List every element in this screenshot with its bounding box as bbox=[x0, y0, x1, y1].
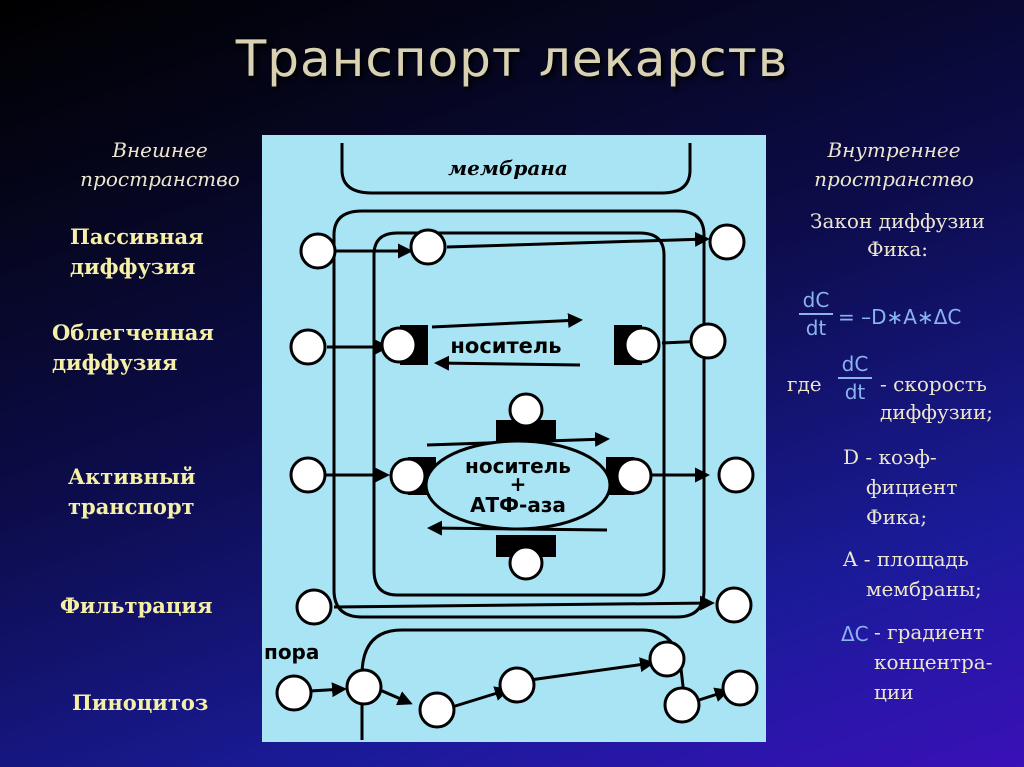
molecule bbox=[345, 668, 383, 706]
pinocytosis-arrow bbox=[451, 686, 510, 709]
molecule bbox=[295, 588, 333, 626]
carrier-left-facilitated bbox=[380, 325, 428, 365]
carrier-arrow-in bbox=[431, 313, 583, 329]
outer-space-label: Внешнее пространство bbox=[80, 138, 240, 191]
rate-text-2: диффузии; bbox=[880, 400, 994, 424]
grad-text-3: ции bbox=[874, 680, 914, 704]
passive-arrow bbox=[446, 231, 710, 249]
molecule bbox=[498, 666, 536, 704]
molecule bbox=[717, 456, 755, 494]
carrier-right-facilitated bbox=[614, 325, 661, 365]
where-label: где bbox=[787, 372, 822, 396]
carrier-atpase-ellipse bbox=[424, 439, 612, 531]
molecule bbox=[715, 586, 753, 624]
d-text-3: Фика; bbox=[866, 505, 928, 529]
formula-rhs: = –D∗A∗ΔC bbox=[838, 305, 962, 329]
membrane-label: мембрана bbox=[448, 156, 568, 180]
filtration-label: Фильтрация bbox=[60, 593, 213, 618]
grad-text-2: концентра- bbox=[874, 650, 993, 674]
carrier-label: носитель bbox=[450, 334, 561, 358]
carrier-bottom-active bbox=[496, 535, 556, 581]
molecule bbox=[275, 674, 313, 712]
molecule bbox=[721, 669, 759, 707]
active-transport-label: Активный транспорт bbox=[68, 464, 196, 519]
molecule bbox=[289, 328, 327, 366]
membrane-outer bbox=[332, 209, 706, 619]
formula-fraction: dC dt bbox=[799, 288, 833, 340]
membrane-transport-diagram: мембрана носитель носитель + АТФ-аза пор… bbox=[262, 135, 766, 742]
pore-label: пора bbox=[264, 640, 319, 664]
delta-c-symbol: ΔC bbox=[841, 622, 869, 646]
facilitated-diffusion-label: Облегченная диффузия bbox=[52, 320, 214, 375]
d-text-1: D - коэф- bbox=[843, 445, 937, 469]
membrane-top-cap bbox=[340, 143, 692, 195]
molecule bbox=[409, 228, 447, 266]
molecule bbox=[299, 232, 337, 270]
molecule bbox=[648, 640, 686, 678]
molecule bbox=[689, 322, 727, 360]
rate-denominator: dt bbox=[844, 380, 866, 404]
passive-diffusion-label: Пассивная диффузия bbox=[70, 224, 204, 279]
carrier-arrow-out bbox=[434, 355, 581, 371]
slide-title: Транспорт лекарств bbox=[235, 30, 789, 88]
molecule bbox=[663, 686, 701, 724]
carrier-top-active bbox=[496, 392, 556, 442]
formula-denominator: dt bbox=[805, 316, 827, 340]
formula-numerator: dC bbox=[802, 288, 830, 312]
molecule bbox=[289, 456, 327, 494]
rate-text-1: - скорость bbox=[880, 372, 987, 396]
molecule bbox=[708, 223, 746, 261]
d-text-2: фициент bbox=[866, 475, 958, 499]
rate-numerator: dC bbox=[841, 352, 869, 376]
filtration-arrow bbox=[333, 595, 715, 611]
grad-text-1: - градиент bbox=[874, 620, 985, 644]
fick-law-title: Закон диффузии Фика: bbox=[810, 209, 985, 261]
carrier-right-active bbox=[606, 457, 653, 495]
a-text-2: мембраны; bbox=[866, 577, 982, 601]
inner-space-label: Внутреннее пространство bbox=[814, 138, 974, 191]
carrier-atp-label-2: АТФ-аза bbox=[470, 493, 566, 517]
rate-fraction: dC dt bbox=[838, 352, 872, 404]
carrier-atp-label-1: носитель bbox=[465, 454, 571, 478]
a-text-1: A - площадь bbox=[843, 547, 969, 571]
membrane-inner bbox=[372, 231, 666, 597]
carrier-atp-plus: + bbox=[510, 472, 527, 496]
molecule bbox=[418, 691, 456, 729]
pinocytosis-label: Пиноцитоз bbox=[72, 690, 209, 715]
